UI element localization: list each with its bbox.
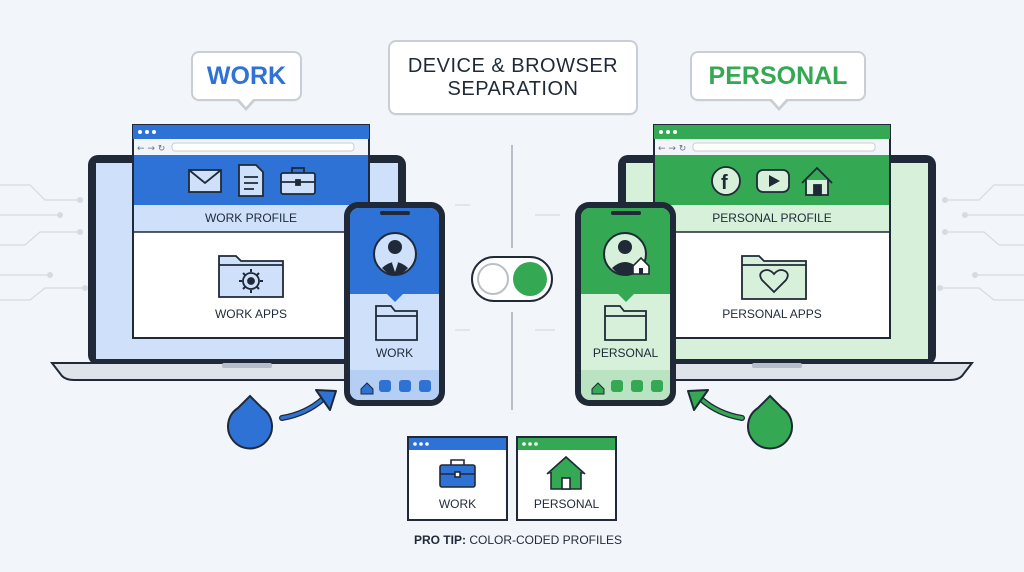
work-phone bbox=[344, 202, 445, 406]
title-line-1: DEVICE & BROWSER bbox=[407, 54, 619, 77]
personal-apps-label: PERSONAL APPS bbox=[722, 307, 822, 321]
tip-card-personal bbox=[516, 436, 617, 521]
personal-heading-bubble: PERSONAL bbox=[690, 51, 866, 111]
work-phone-label: WORK bbox=[375, 346, 414, 360]
work-profile-label: WORK PROFILE bbox=[204, 211, 297, 225]
heart-folder-icon bbox=[741, 255, 807, 300]
circuit-lines-center bbox=[455, 204, 560, 331]
document-icon bbox=[238, 164, 264, 197]
gear-folder-icon bbox=[218, 255, 284, 298]
work-heading-bubble: WORK bbox=[191, 51, 302, 111]
home-icon-tip bbox=[546, 455, 586, 490]
briefcase-icon bbox=[280, 167, 316, 195]
tip-work-label: WORK bbox=[438, 497, 477, 511]
mail-icon bbox=[188, 169, 222, 193]
arrow-work bbox=[279, 389, 337, 421]
personal-heading: PERSONAL bbox=[708, 61, 848, 90]
user-home-avatar-icon bbox=[603, 232, 650, 276]
folder-icon-personal bbox=[604, 305, 647, 341]
circuit-lines-right bbox=[940, 184, 1024, 301]
home-icon bbox=[801, 166, 833, 196]
personal-phone-label: PERSONAL bbox=[592, 346, 659, 360]
title-line-2: SEPARATION bbox=[447, 77, 579, 100]
location-pin-personal bbox=[747, 394, 793, 450]
svg-text:← → ↻: ← → ↻ bbox=[137, 144, 165, 154]
circuit-lines-left bbox=[0, 184, 85, 301]
facebook-icon: f bbox=[711, 166, 741, 196]
personal-profile-label: PERSONAL PROFILE bbox=[712, 211, 832, 225]
user-avatar-icon bbox=[373, 232, 417, 276]
work-browser-window: ← → ↻ bbox=[132, 124, 370, 339]
folder-icon bbox=[375, 305, 418, 341]
work-apps-label: WORK APPS bbox=[214, 307, 288, 321]
title-box: DEVICE & BROWSER SEPARATION bbox=[388, 40, 638, 115]
svg-text:f: f bbox=[721, 172, 728, 194]
pro-tip-text: COLOR-CODED PROFILES bbox=[465, 533, 623, 547]
profile-toggle bbox=[471, 256, 553, 302]
work-heading: WORK bbox=[206, 61, 287, 90]
pro-tip-bold: PRO TIP: bbox=[413, 533, 466, 547]
briefcase-icon-tip bbox=[439, 459, 476, 488]
tip-personal-label: PERSONAL bbox=[533, 497, 600, 511]
location-pin-work bbox=[227, 394, 273, 450]
arrow-personal bbox=[687, 389, 745, 421]
pro-tip-caption: PRO TIP: COLOR-CODED PROFILES bbox=[408, 533, 628, 547]
youtube-icon bbox=[756, 169, 790, 193]
personal-browser-window: ← → ↻ bbox=[653, 124, 891, 339]
svg-text:← → ↻: ← → ↻ bbox=[658, 144, 686, 154]
